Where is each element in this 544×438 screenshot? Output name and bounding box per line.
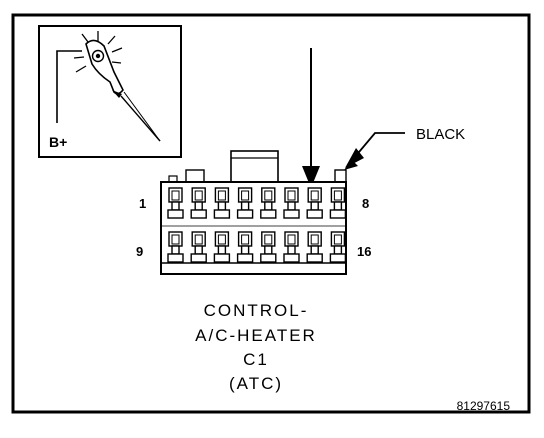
connector-cavity [260, 231, 277, 263]
test-light-inset: B+ [38, 25, 182, 158]
connector-cavity [306, 231, 323, 263]
cavity-row-bottom [167, 231, 347, 263]
connector-c1 [160, 150, 347, 275]
connector-cavity [306, 187, 323, 219]
connector-tab [185, 169, 205, 183]
connector-cavity [213, 231, 231, 263]
connector-title-line-4: (ATC) [229, 374, 283, 393]
connector-cavity [236, 187, 254, 219]
connector-cavity [236, 231, 254, 263]
connector-latch [230, 150, 279, 183]
connector-cavity [190, 187, 207, 219]
pin-label-1: 1 [139, 196, 146, 211]
cavity-row-top [167, 187, 347, 219]
pin-label-8: 8 [362, 196, 369, 211]
pin-label-16: 16 [357, 244, 371, 259]
connector-cavity [213, 187, 231, 219]
b-plus-label: B+ [49, 134, 67, 150]
connector-title-line-1: CONTROL- [204, 301, 309, 320]
test-light-probe-icon [73, 31, 161, 142]
connector-tab [334, 169, 347, 183]
connector-cavity [190, 231, 207, 263]
probe-arrow [302, 48, 320, 188]
connector-cavity [167, 187, 184, 219]
outer-frame [11, 13, 531, 414]
pin-label-9: 9 [136, 244, 143, 259]
probe-lead-wire [56, 50, 82, 123]
connector-cavity [260, 187, 277, 219]
connector-title-line-3: C1 [243, 350, 269, 369]
figure-id: 81297615 [457, 399, 511, 413]
connector-cavity [167, 231, 184, 263]
connector-cavity [329, 231, 347, 263]
wire-color-pointer [344, 132, 405, 170]
inset-frame [38, 25, 182, 158]
connector-cavity [283, 231, 300, 263]
connector-cavity [283, 187, 300, 219]
connector-title-line-2: A/C-HEATER [195, 326, 317, 345]
connector-cavity [329, 187, 347, 219]
wire-color-label: BLACK [416, 126, 465, 143]
